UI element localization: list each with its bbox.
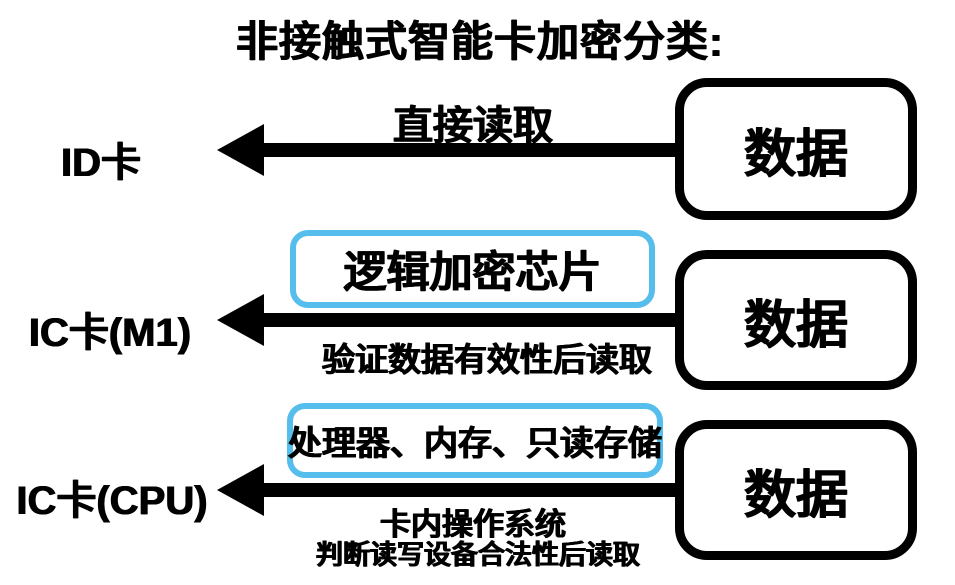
arrow-caption-judge-legality: 判断读写设备合法性后读取 bbox=[316, 540, 640, 570]
chip-box-processor-memory-rom: 处理器、内存、只读存储 bbox=[287, 403, 663, 478]
diagram-title: 非接触式智能卡加密分类: bbox=[236, 18, 724, 65]
card-label-m1: IC卡(M1) bbox=[28, 311, 192, 355]
arrow-left-icon bbox=[217, 464, 264, 516]
chip-box-logic-encryption: 逻辑加密芯片 bbox=[290, 230, 655, 308]
arrow-caption-direct-read: 直接读取 bbox=[393, 104, 553, 148]
arrow-left-icon bbox=[217, 124, 264, 176]
card-label-id: ID卡 bbox=[61, 141, 141, 185]
arrow-left-icon bbox=[217, 294, 264, 346]
arrow-shaft bbox=[262, 143, 680, 157]
arrow-shaft bbox=[262, 313, 680, 327]
arrow-shaft bbox=[262, 483, 680, 497]
arrow-caption-card-os: 卡内操作系统 bbox=[380, 507, 566, 542]
card-label-cpu: IC卡(CPU) bbox=[16, 479, 208, 523]
data-box-id: 数据 bbox=[675, 78, 917, 220]
data-box-cpu: 数据 bbox=[675, 420, 917, 560]
data-box-m1: 数据 bbox=[675, 250, 917, 390]
arrow-caption-verify-read: 验证数据有效性后读取 bbox=[322, 341, 652, 378]
